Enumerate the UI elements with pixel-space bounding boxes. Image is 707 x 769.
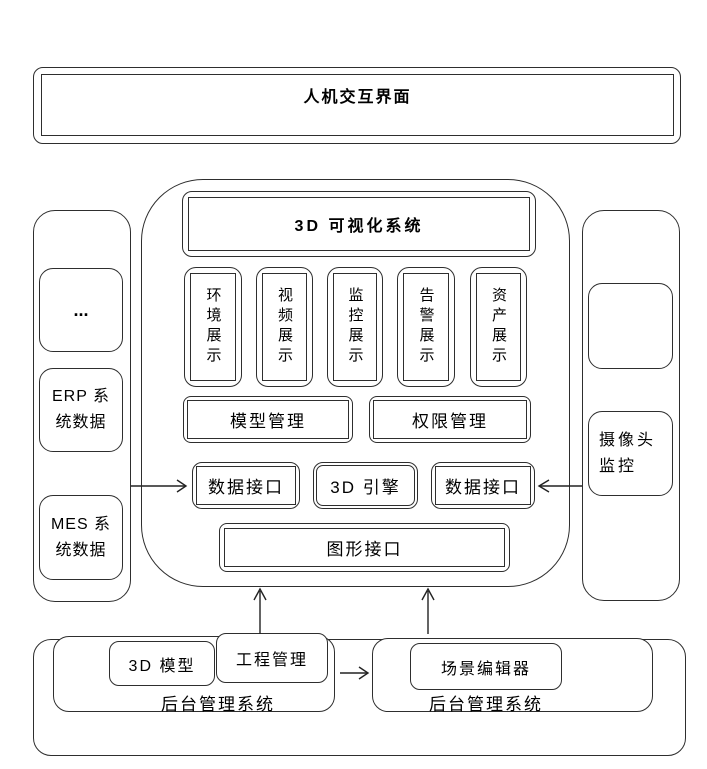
backend-right-label: 后台管理系统 xyxy=(429,695,543,714)
erp-label-line1: ERP 系 xyxy=(51,388,111,405)
viz-header-outer: 3D 可视化系统 xyxy=(182,191,536,257)
arrow-backend-left-up xyxy=(253,587,267,634)
scene-editor-label: 场景编辑器 xyxy=(440,660,531,678)
data-interface-right-label: 数据接口 xyxy=(445,478,521,497)
camera-panel xyxy=(582,210,680,601)
model-management-label: 模型管理 xyxy=(230,412,306,431)
source-item-erp: ERP 系 统数据 xyxy=(39,368,123,452)
source-more-label: ... xyxy=(73,299,89,320)
data-interface-left-label: 数据接口 xyxy=(208,478,284,497)
viz-panel-environment-label: 环境展示 xyxy=(204,287,222,367)
engine-3d-label: 3D 引擎 xyxy=(330,478,401,497)
source-item-more: ... xyxy=(39,268,123,352)
top-banner-outer: 人机交互界面 xyxy=(33,67,681,144)
mes-label-line2: 统数据 xyxy=(55,541,107,559)
model-3d-box: 3D 模型 xyxy=(109,641,215,686)
viz-panel-alarm-label: 告警展示 xyxy=(417,287,435,367)
viz-panel-monitor-label: 监控展示 xyxy=(346,287,364,367)
erp-label-line2: 统数据 xyxy=(55,414,107,431)
model-management-box: 模型管理 xyxy=(183,396,353,443)
source-item-mes: MES 系 统数据 xyxy=(39,495,123,580)
permission-management-box: 权限管理 xyxy=(369,396,531,443)
viz-panel-video: 视频展示 xyxy=(256,267,313,387)
human-machine-interface-title: 人机交互界面 xyxy=(303,89,412,106)
viz-panel-environment: 环境展示 xyxy=(184,267,242,387)
viz-panel-asset-label: 资产展示 xyxy=(490,287,507,367)
project-management-label: 工程管理 xyxy=(235,652,308,669)
viz-system-title: 3D 可视化系统 xyxy=(294,218,424,235)
scene-editor-box: 场景编辑器 xyxy=(410,643,562,690)
viz-panel-monitor: 监控展示 xyxy=(327,267,383,387)
top-banner-inner: 人机交互界面 xyxy=(41,74,674,136)
viz-header-inner: 3D 可视化系统 xyxy=(188,197,530,251)
project-management-box: 工程管理 xyxy=(216,633,328,683)
viz-panel-video-label: 视频展示 xyxy=(276,287,293,367)
backend-left-label: 后台管理系统 xyxy=(161,695,275,714)
graphics-interface-box: 图形接口 xyxy=(219,523,510,572)
arrow-backend-right-up xyxy=(421,587,435,634)
data-interface-right-box: 数据接口 xyxy=(431,462,535,509)
camera-panel-empty-box xyxy=(588,283,673,369)
viz-panel-asset: 资产展示 xyxy=(470,267,527,387)
model-3d-label: 3D 模型 xyxy=(128,657,196,675)
camera-label-line2: 监控 xyxy=(599,457,638,475)
camera-monitor-box: 摄像头 监控 xyxy=(588,411,673,496)
camera-label-line1: 摄像头 xyxy=(599,431,657,449)
permission-management-label: 权限管理 xyxy=(412,412,488,431)
mes-label-line1: MES 系 xyxy=(50,515,112,533)
engine-3d-box: 3D 引擎 xyxy=(313,462,418,509)
data-interface-left-box: 数据接口 xyxy=(192,462,300,509)
graphics-interface-label: 图形接口 xyxy=(326,540,403,559)
viz-panel-alarm: 告警展示 xyxy=(397,267,455,387)
